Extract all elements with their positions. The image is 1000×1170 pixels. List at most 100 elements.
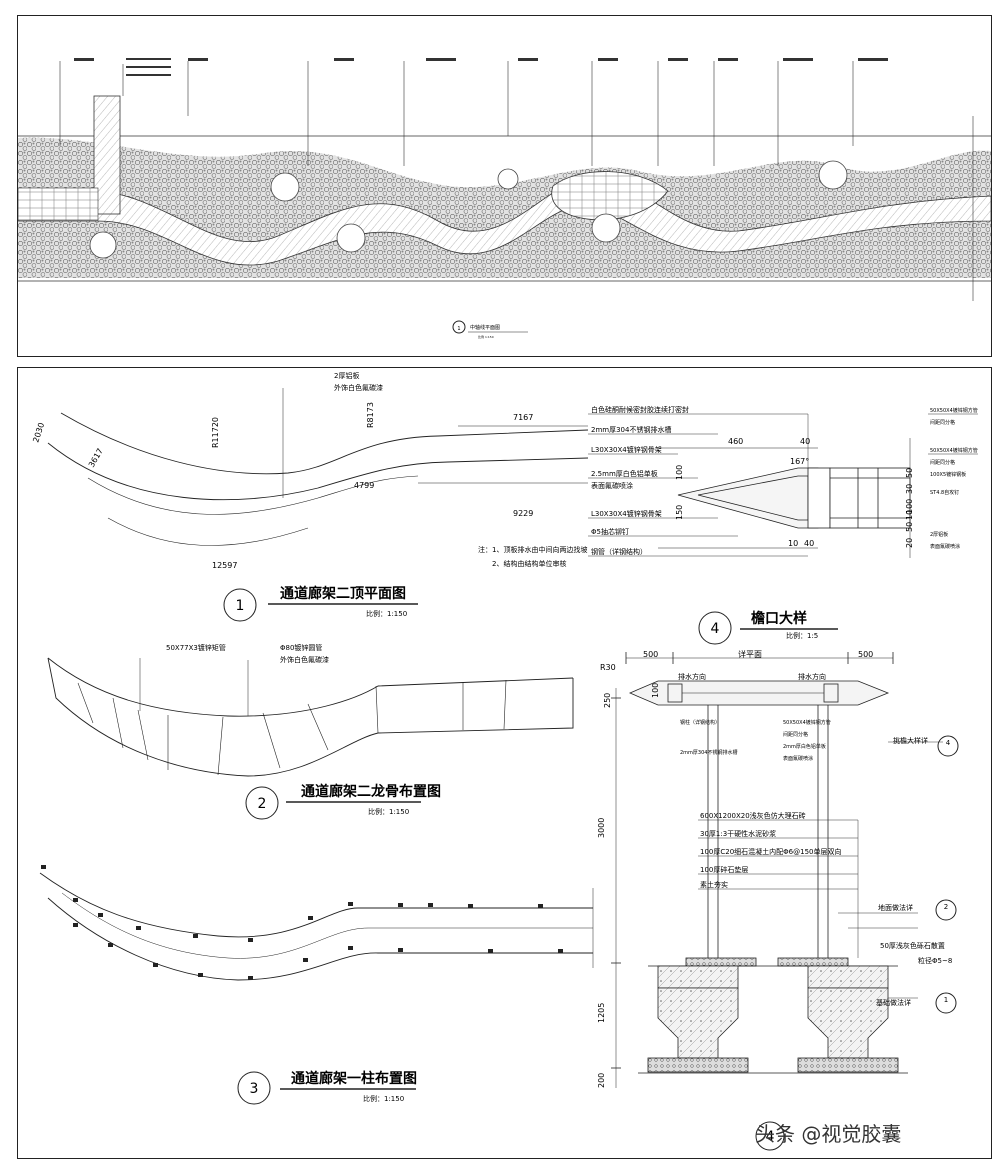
roof-plan <box>47 388 589 546</box>
watermark: 头条 @视觉胶囊 <box>755 1122 902 1146</box>
section-drawing <box>611 652 908 1088</box>
eave-label-5: L30X30X4镀锌钢骨架 <box>591 509 662 518</box>
dim-straight-top: 7167 <box>513 413 533 422</box>
eave-label-0: 白色硅酮耐候密封胶连续打密封 <box>591 405 689 414</box>
dim-left-w: 2030 <box>31 421 46 443</box>
sec-label-2: 50X50X4镀锌钢方管 <box>783 719 831 726</box>
sec-ref3: 基础做法详 <box>876 998 911 1007</box>
paving-layer-3: 100厚碎石垫层 <box>700 865 748 874</box>
sec-gravel: 50厚浅灰色砾石散置 <box>880 941 945 950</box>
sec-dim-500b: 500 <box>858 650 873 659</box>
sec-eave-ref: 挑檐大样详 <box>893 736 928 745</box>
eave-right-0: 50X50X4镀锌钢方管 <box>930 407 978 414</box>
eave-label-2: L30X30X4镀锌钢骨架 <box>591 445 662 454</box>
frame-plan <box>47 657 574 777</box>
roof-callout-a: 2厚铝板 <box>334 371 359 380</box>
eave-right-1: 间距同分格 <box>930 419 955 426</box>
sec-h3000: 3000 <box>597 818 606 838</box>
sec-label-1: 2mm厚304不锈钢排水槽 <box>680 749 737 756</box>
dim-mid-arc: 4799 <box>354 481 374 490</box>
eave-detail <box>658 438 911 558</box>
eave-scale: 比例：1:5 <box>786 631 818 640</box>
dim-left-seg: 3617 <box>87 447 105 469</box>
entry-tower <box>93 95 121 215</box>
eave-right-4: 100X5镀锌钢板 <box>930 471 966 478</box>
eave-number: 4 <box>711 621 720 637</box>
sec-eave-ref-num: 4 <box>946 739 951 747</box>
paved-walkway <box>18 178 991 266</box>
dim-straight-bottom: 9229 <box>513 509 533 518</box>
sec-ref3-num: 1 <box>944 996 948 1004</box>
paving-layer-4: 素土夯实 <box>700 880 728 889</box>
frame-callout-a: 50X77X3镀锌矩管 <box>166 643 226 652</box>
sec-label-5: 表面氟碳喷涂 <box>783 755 813 762</box>
eave-dim-100: 100 <box>675 465 684 480</box>
sec-dim-span: 详平面 <box>738 649 762 659</box>
eave-dim-460: 460 <box>728 437 743 446</box>
tree-symbols <box>89 160 848 259</box>
pebble-band <box>18 137 991 278</box>
dim-r2: R8173 <box>366 402 375 428</box>
sec-drain-right: 排水方向 <box>798 672 826 681</box>
frame-plan-title: 通道廊架二龙骨布置图 <box>301 783 441 800</box>
eave-leaders <box>588 413 978 557</box>
plan-scale: 比例 1:150 <box>478 334 494 339</box>
sec-r30: R30 <box>600 663 616 672</box>
sec-label-0: 钢柱（详钢结构） <box>680 719 720 726</box>
eave-right-5: ST4.8自攻钉 <box>930 489 959 496</box>
eave-right-6: 2厚铝板 <box>930 531 948 538</box>
detail-drawings: 2厚铝板 外饰白色氟碳漆 2030 3617 R11720 R8173 7167… <box>31 371 978 1151</box>
eave-dim-r100: 100 <box>905 499 914 514</box>
eave-dim-r20: 20 <box>905 538 914 548</box>
eave-right-7: 表面氟碳喷涂 <box>930 543 960 550</box>
entry-deck <box>18 187 99 221</box>
frame-plan-scale: 比例：1:150 <box>368 807 409 816</box>
eave-dim-40: 40 <box>800 437 810 446</box>
paving-layer-0: 600X1200X20浅灰色仿大理石砖 <box>700 811 806 820</box>
sec-h1205: 1205 <box>597 1003 606 1023</box>
eave-dim-angle: 167° <box>790 457 809 466</box>
sec-d100: 100 <box>651 683 660 698</box>
dim-r1: R11720 <box>211 417 220 448</box>
sec-label-4: 2mm厚白色铝单板 <box>783 743 826 750</box>
eave-label-7: 钢管（详钢结构） <box>591 547 647 556</box>
eave-dim-10: 10 <box>788 539 798 548</box>
section-leaders <box>698 741 943 999</box>
column-plan-number: 3 <box>250 1081 259 1097</box>
eave-label-1: 2mm厚304不锈钢排水槽 <box>591 425 671 434</box>
eave-label-6: Φ5抽芯铆钉 <box>591 527 629 536</box>
sec-gravel2: 粒径Φ5~8 <box>918 956 952 965</box>
leader-lines <box>59 61 974 301</box>
roof-plan-title: 通道廊架二顶平面图 <box>280 585 406 602</box>
eave-dim-150: 150 <box>675 505 684 520</box>
eave-dim-40b: 40 <box>804 539 814 548</box>
column-plan-title: 通道廊架一柱布置图 <box>291 1070 417 1087</box>
brick-plaza <box>551 171 669 221</box>
roof-callout-b: 外饰白色氟碳漆 <box>334 383 383 392</box>
sec-drain-left: 排水方向 <box>678 672 706 681</box>
dim-bottom-arc: 12597 <box>212 561 237 570</box>
sec-d250: 250 <box>603 693 612 708</box>
plan-number: 1 <box>457 326 460 332</box>
roof-plan-scale: 比例：1:150 <box>366 609 407 618</box>
sec-dim-500a: 500 <box>643 650 658 659</box>
roof-plan-number: 1 <box>236 598 245 614</box>
sec-ref2-num: 2 <box>944 903 948 911</box>
column-plan <box>39 872 594 981</box>
leader-ticks <box>74 58 888 76</box>
site-plan-drawing: 1 中轴线平面图 比例 1:150 <box>18 58 991 339</box>
column-markers <box>41 865 563 980</box>
sec-label-3: 间距同分格 <box>783 731 808 738</box>
eave-label-3: 2.5mm厚白色铝单板 <box>591 469 658 478</box>
frame-callout-c: 外饰白色氟碳漆 <box>280 655 329 664</box>
eave-right-3: 间距同分格 <box>930 459 955 466</box>
eave-title: 檐口大样 <box>751 610 807 627</box>
column-plan-scale: 比例：1:150 <box>363 1094 404 1103</box>
detail-sheet-panel: 2厚铝板 外饰白色氟碳漆 2030 3617 R11720 R8173 7167… <box>17 367 992 1159</box>
eave-dim-r50b: 50 <box>905 522 914 532</box>
site-plan-panel: 1 中轴线平面图 比例 1:150 <box>17 15 992 357</box>
eave-dim-r50: 50 <box>905 468 914 478</box>
plan-title: 中轴线平面图 <box>470 324 500 331</box>
frame-callout-b: Φ80镀锌圆管 <box>280 643 322 652</box>
paving-layer-2: 100厚C20细石混凝土内配Φ6@150单层双向 <box>700 847 841 856</box>
